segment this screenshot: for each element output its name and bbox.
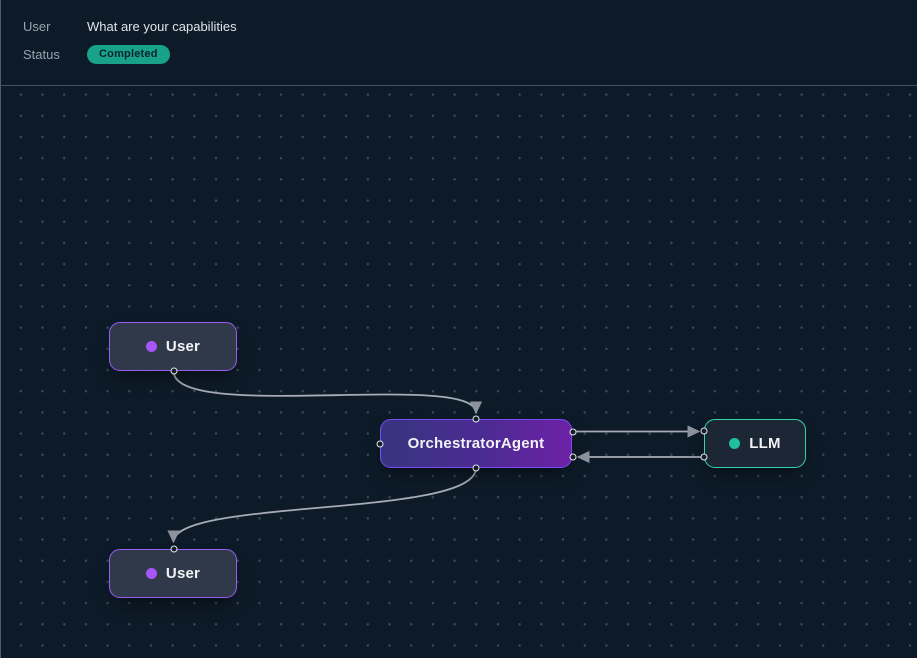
handle-user-top-source[interactable]	[170, 367, 177, 375]
status-row: Status Completed	[23, 45, 917, 64]
node-label: LLM	[749, 435, 781, 452]
handle-user-bottom-target[interactable]	[170, 545, 177, 553]
handle-orchestrator-top-target[interactable]	[472, 415, 480, 423]
edge-layer	[167, 370, 704, 544]
handle-llm-left-target[interactable]	[700, 427, 708, 435]
user-label: User	[23, 19, 51, 34]
node-user-top[interactable]: User	[109, 322, 237, 371]
user-message: What are your capabilities	[87, 19, 237, 34]
handle-orchestrator-right-source[interactable]	[569, 428, 576, 435]
node-orchestrator-agent[interactable]: OrchestratorAgent	[380, 419, 572, 468]
user-dot-icon	[145, 341, 157, 352]
handle-orchestrator-right-target[interactable]	[569, 453, 576, 461]
node-llm[interactable]: LLM	[704, 419, 806, 468]
user-message-row: User What are your capabilities	[23, 19, 917, 34]
node-label: User	[165, 338, 201, 355]
edge-user-to-orchestrator	[172, 370, 483, 415]
status-label: Status	[23, 47, 60, 62]
header: User What are your capabilities Status C…	[1, 0, 917, 86]
llm-dot-icon	[729, 438, 741, 449]
handle-orchestrator-left[interactable]	[376, 440, 384, 447]
status-badge: Completed	[87, 45, 170, 64]
edge-orchestrator-to-user	[167, 467, 477, 544]
user-dot-icon	[145, 568, 157, 579]
flow-canvas[interactable]: User OrchestratorAgent LLM User	[1, 86, 917, 657]
handle-llm-left-source[interactable]	[700, 453, 708, 461]
node-label: OrchestratorAgent	[407, 435, 545, 452]
node-user-bottom[interactable]: User	[109, 549, 237, 598]
node-label: User	[165, 565, 201, 582]
handle-orchestrator-bottom-source[interactable]	[472, 464, 480, 472]
